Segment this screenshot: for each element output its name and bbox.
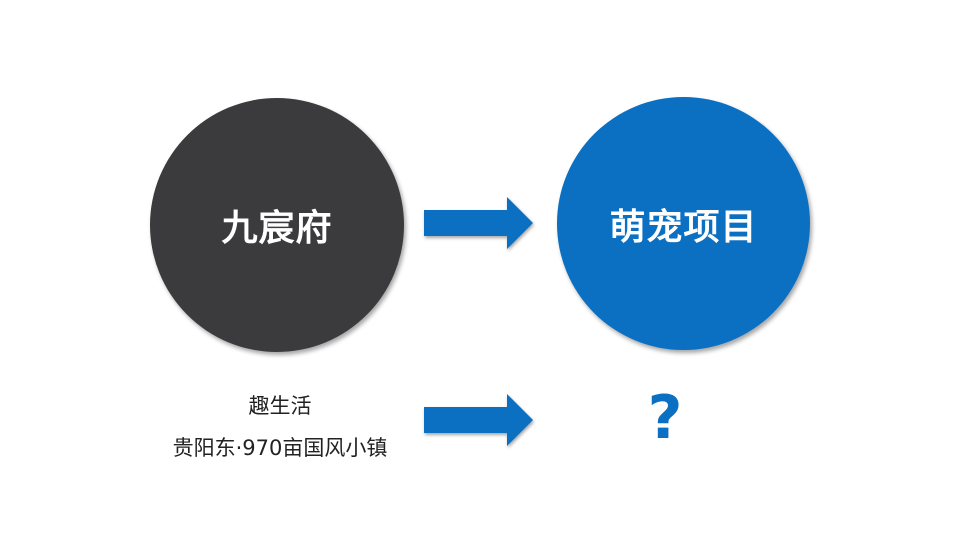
right-arrow-icon — [424, 394, 533, 446]
right-arrow-icon — [424, 197, 533, 249]
node-jiuchenfu-label: 九宸府 — [221, 208, 333, 249]
caption-location: 贵阳东·970亩国风小镇 — [172, 436, 388, 460]
caption-fun-life: 趣生活 — [248, 394, 312, 418]
node-jiuchenfu: 九宸府 — [150, 98, 404, 352]
node-pet-project-label: 萌宠项目 — [609, 206, 758, 248]
node-pet-project: 萌宠项目 — [557, 97, 810, 350]
question-mark: ? — [647, 383, 683, 453]
